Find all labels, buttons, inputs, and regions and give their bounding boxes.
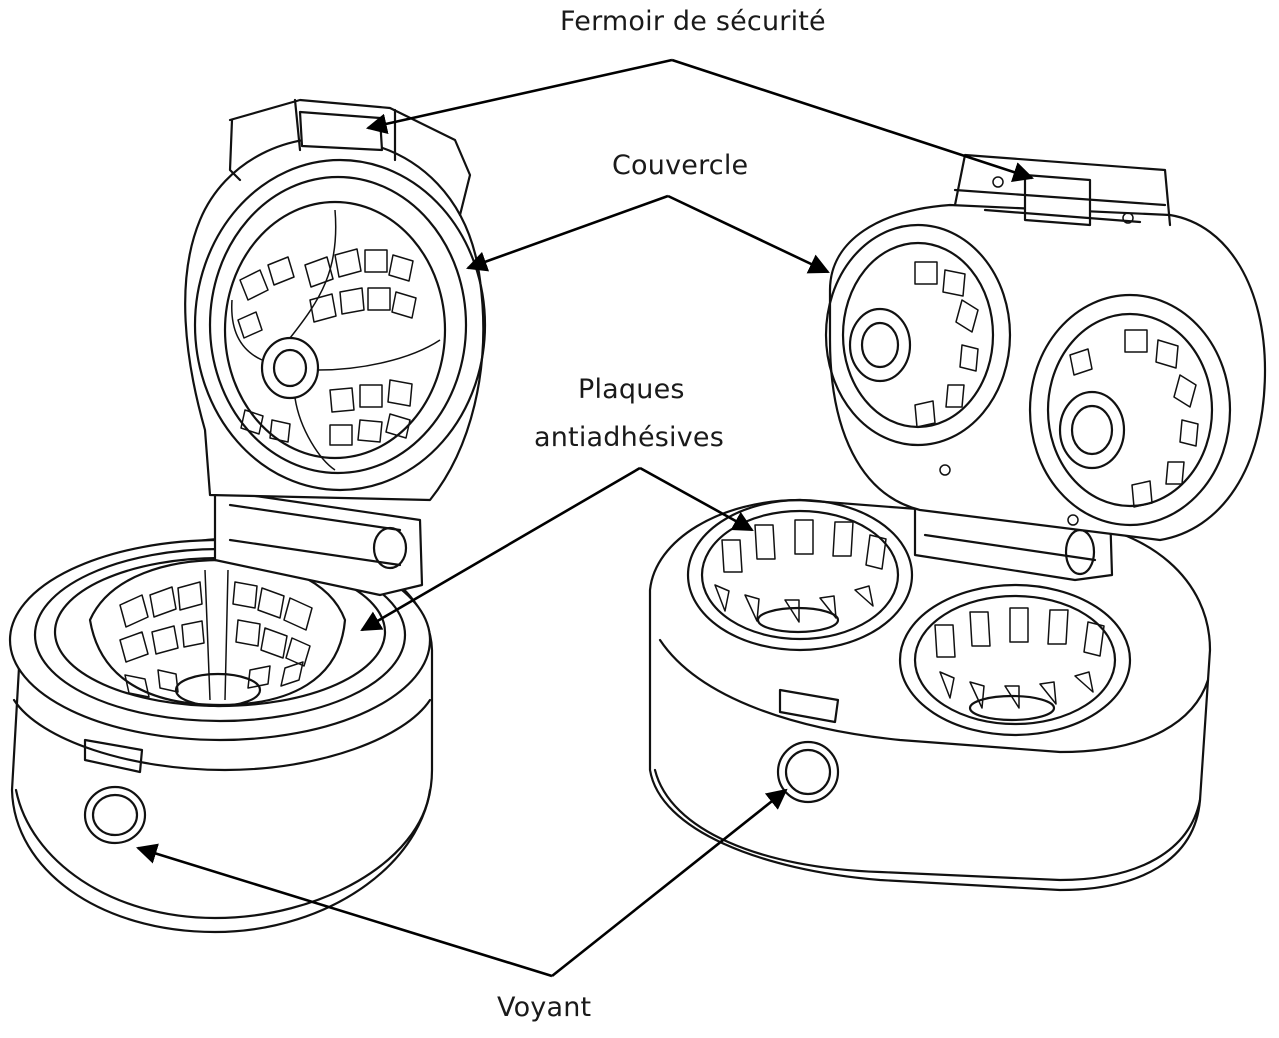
label-antiadhesives: antiadhésives <box>534 422 724 453</box>
arrow-couvercle-left <box>466 194 669 272</box>
label-couvercle: Couvercle <box>612 150 749 181</box>
double-waffle-maker <box>648 153 1267 892</box>
arrow-voyant-right <box>551 788 788 978</box>
callout-arrows <box>136 58 1034 978</box>
label-fermoir-de-securite: Fermoir de sécurité <box>560 6 826 37</box>
arrow-plaques-left <box>360 466 641 632</box>
arrow-fermoir-right <box>671 58 1034 183</box>
single-waffle-maker <box>8 98 487 934</box>
arrow-fermoir-left <box>365 58 673 135</box>
arrow-couvercle-right <box>667 194 830 274</box>
arrow-plaques-right <box>639 466 754 532</box>
label-plaques: Plaques <box>578 374 685 405</box>
arrow-voyant-left <box>136 843 553 978</box>
label-voyant: Voyant <box>497 992 592 1023</box>
